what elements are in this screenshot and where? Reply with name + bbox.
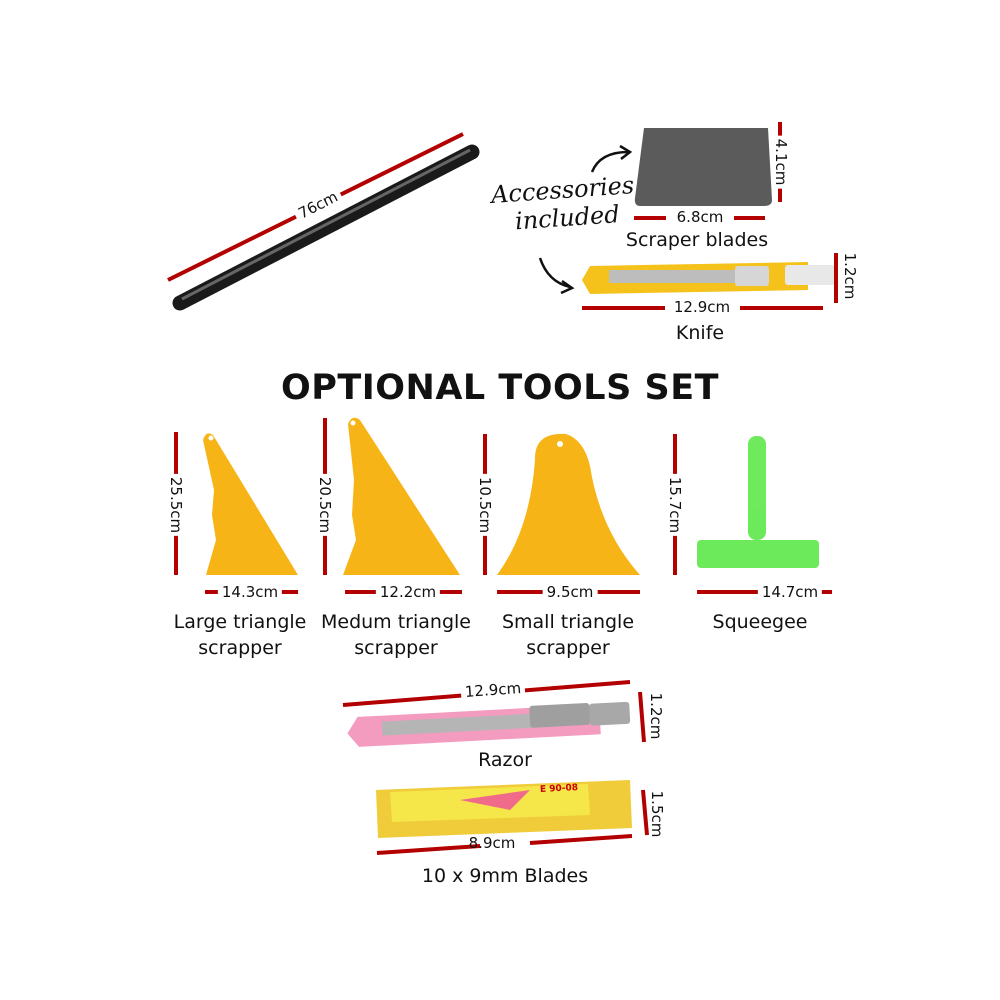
arrow-icon	[590, 150, 629, 173]
razor-height-label: 1.2cm	[647, 692, 665, 740]
squeegee	[697, 436, 819, 568]
blades-width-label: 8.9cm	[468, 834, 516, 852]
scraper-blade	[634, 128, 772, 206]
knife	[582, 262, 835, 294]
tool-height-label: 15.7cm	[666, 473, 684, 537]
scraper-height-label: 4.1cm	[772, 135, 790, 189]
knife-name: Knife	[675, 322, 725, 344]
accessories-note: Accessories included	[490, 171, 637, 237]
applicator-rod	[172, 144, 480, 311]
blades-height-label: 1.5cm	[648, 790, 666, 838]
arrow-icon	[538, 257, 571, 289]
tool-height-label: 20.5cm	[316, 473, 334, 537]
blades-box	[376, 780, 632, 838]
section-title: OPTIONAL TOOLS SET	[281, 368, 719, 408]
scraper-width-label: 6.8cm	[672, 208, 728, 226]
small-triangle-scrapper	[497, 433, 640, 575]
razor-name: Razor	[478, 749, 532, 771]
tool-width-label: 12.2cm	[375, 583, 441, 601]
tool-width-label: 9.5cm	[542, 583, 598, 601]
blades-name: 10 x 9mm Blades	[421, 865, 589, 887]
knife-width-label: 12.9cm	[669, 298, 735, 316]
tool-name: Squeegee	[712, 611, 808, 633]
medium-triangle-scrapper	[343, 417, 460, 575]
tool-width-label: 14.7cm	[757, 583, 823, 601]
tool-width-label: 14.3cm	[217, 583, 283, 601]
tool-height-label: 10.5cm	[476, 473, 494, 537]
large-triangle-scrapper	[203, 433, 298, 575]
scraper-name: Scraper blades	[625, 229, 769, 251]
knife-height-label: 1.2cm	[841, 252, 859, 300]
blades-box-code: E 90-08	[539, 783, 579, 795]
razor	[347, 701, 631, 747]
tool-height-label: 25.5cm	[167, 473, 185, 537]
